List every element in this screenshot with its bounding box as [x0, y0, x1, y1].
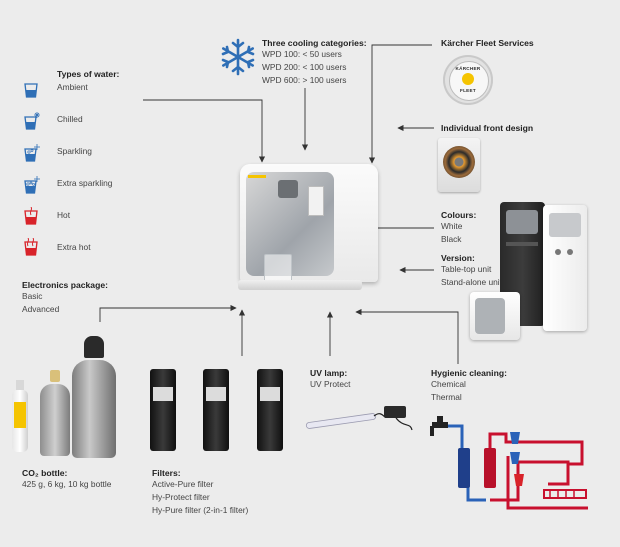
hygienic-item-chemical: Chemical: [431, 379, 466, 389]
version-title: Version:: [441, 253, 475, 263]
glass-extra-sparkling-icon: [24, 176, 40, 194]
glass-extra-hot-icon: [24, 238, 38, 256]
cooling-line-2: WPD 200: < 100 users: [262, 62, 347, 72]
water-item-hot: Hot: [57, 210, 71, 220]
filters-title: Filters:: [152, 468, 181, 478]
version-item-table-top: Table-top unit: [441, 264, 492, 274]
water-item-ambient: Ambient: [57, 82, 88, 92]
cooling-title: Three cooling categories:: [262, 38, 367, 48]
glass-hot-icon: [24, 207, 38, 225]
version-item-stand-alone: Stand-alone unit: [441, 277, 502, 287]
hygienic-item-thermal: Thermal: [431, 392, 462, 402]
cleaning-filter-red: [484, 448, 496, 488]
fleet-location-icon: [462, 73, 474, 85]
cooling-line-1: WPD 100: < 50 users: [262, 49, 342, 59]
cooling-line-3: WPD 600: > 100 users: [262, 75, 347, 85]
co2-item-sizes: 425 g, 6 kg, 10 kg bottle: [22, 479, 112, 489]
front-design-title: Individual front design: [441, 123, 534, 133]
water-item-sparkling: Sparkling: [57, 146, 92, 156]
uv-lamp-image: [305, 406, 413, 431]
arrow-fleet: [368, 44, 432, 164]
co2-large-bottle-image: [72, 336, 116, 458]
arrow-water: [143, 99, 266, 163]
arrow-electronics: [99, 304, 237, 322]
tap-icon: [430, 416, 448, 436]
colours-item-white: White: [441, 221, 463, 231]
cleaning-filter-blue: [458, 448, 470, 488]
colours-item-black: Black: [441, 234, 462, 244]
filters-item-hy-protect: Hy-Protect filter: [152, 492, 210, 502]
electronics-item-advanced: Advanced: [22, 304, 60, 314]
white-stand-alone-unit-image: [543, 205, 587, 331]
colours-title: Colours:: [441, 210, 477, 220]
hy-protect-filter-image: [203, 369, 229, 451]
uv-item-uv-protect: UV Protect: [310, 379, 351, 389]
glass-ambient-icon: [24, 83, 38, 98]
active-pure-filter-image: [150, 369, 176, 451]
filters-item-hy-pure: Hy-Pure filter (2-in-1 filter): [152, 505, 249, 515]
fleet-badge-bottom-text: FLEET: [459, 88, 477, 93]
cleaning-glass-chilled-icon: [510, 452, 520, 464]
glass-sparkling-icon: [24, 144, 40, 162]
hygienic-cleaning-schematic: [430, 416, 588, 510]
water-item-extra-sparkling: Extra sparkling: [57, 178, 113, 188]
hygienic-title: Hygienic cleaning:: [431, 368, 507, 378]
electronics-title: Electronics package:: [22, 280, 108, 290]
co2-small-cartridge-image: [12, 380, 28, 452]
arrow-hygienic: [355, 308, 459, 364]
water-item-chilled: Chilled: [57, 114, 83, 124]
water-dispenser-image: [238, 158, 383, 298]
snowflake-icon: [221, 38, 255, 76]
water-title: Types of water:: [57, 69, 120, 79]
fleet-badge: KÄRCHER FLEET: [443, 55, 493, 105]
fleet-title: Kärcher Fleet Services: [441, 38, 534, 48]
filters-item-active-pure: Active-Pure filter: [152, 479, 214, 489]
heating-coil: [543, 489, 587, 499]
co2-title: CO₂ bottle:: [22, 468, 68, 478]
front-design-panel-image: [438, 138, 480, 192]
electronics-item-basic: Basic: [22, 291, 43, 301]
co2-medium-bottle-image: [40, 370, 70, 456]
glass-chilled-icon: [24, 112, 40, 130]
cleaning-glass-cold-icon: [510, 432, 520, 444]
water-item-extra-hot: Extra hot: [57, 242, 91, 252]
uv-title: UV lamp:: [310, 368, 348, 378]
cleaning-glass-hot-icon: [514, 474, 524, 486]
fleet-badge-top-text: KÄRCHER: [455, 66, 481, 71]
table-top-unit-image: [470, 292, 520, 340]
hy-pure-filter-image: [257, 369, 283, 451]
